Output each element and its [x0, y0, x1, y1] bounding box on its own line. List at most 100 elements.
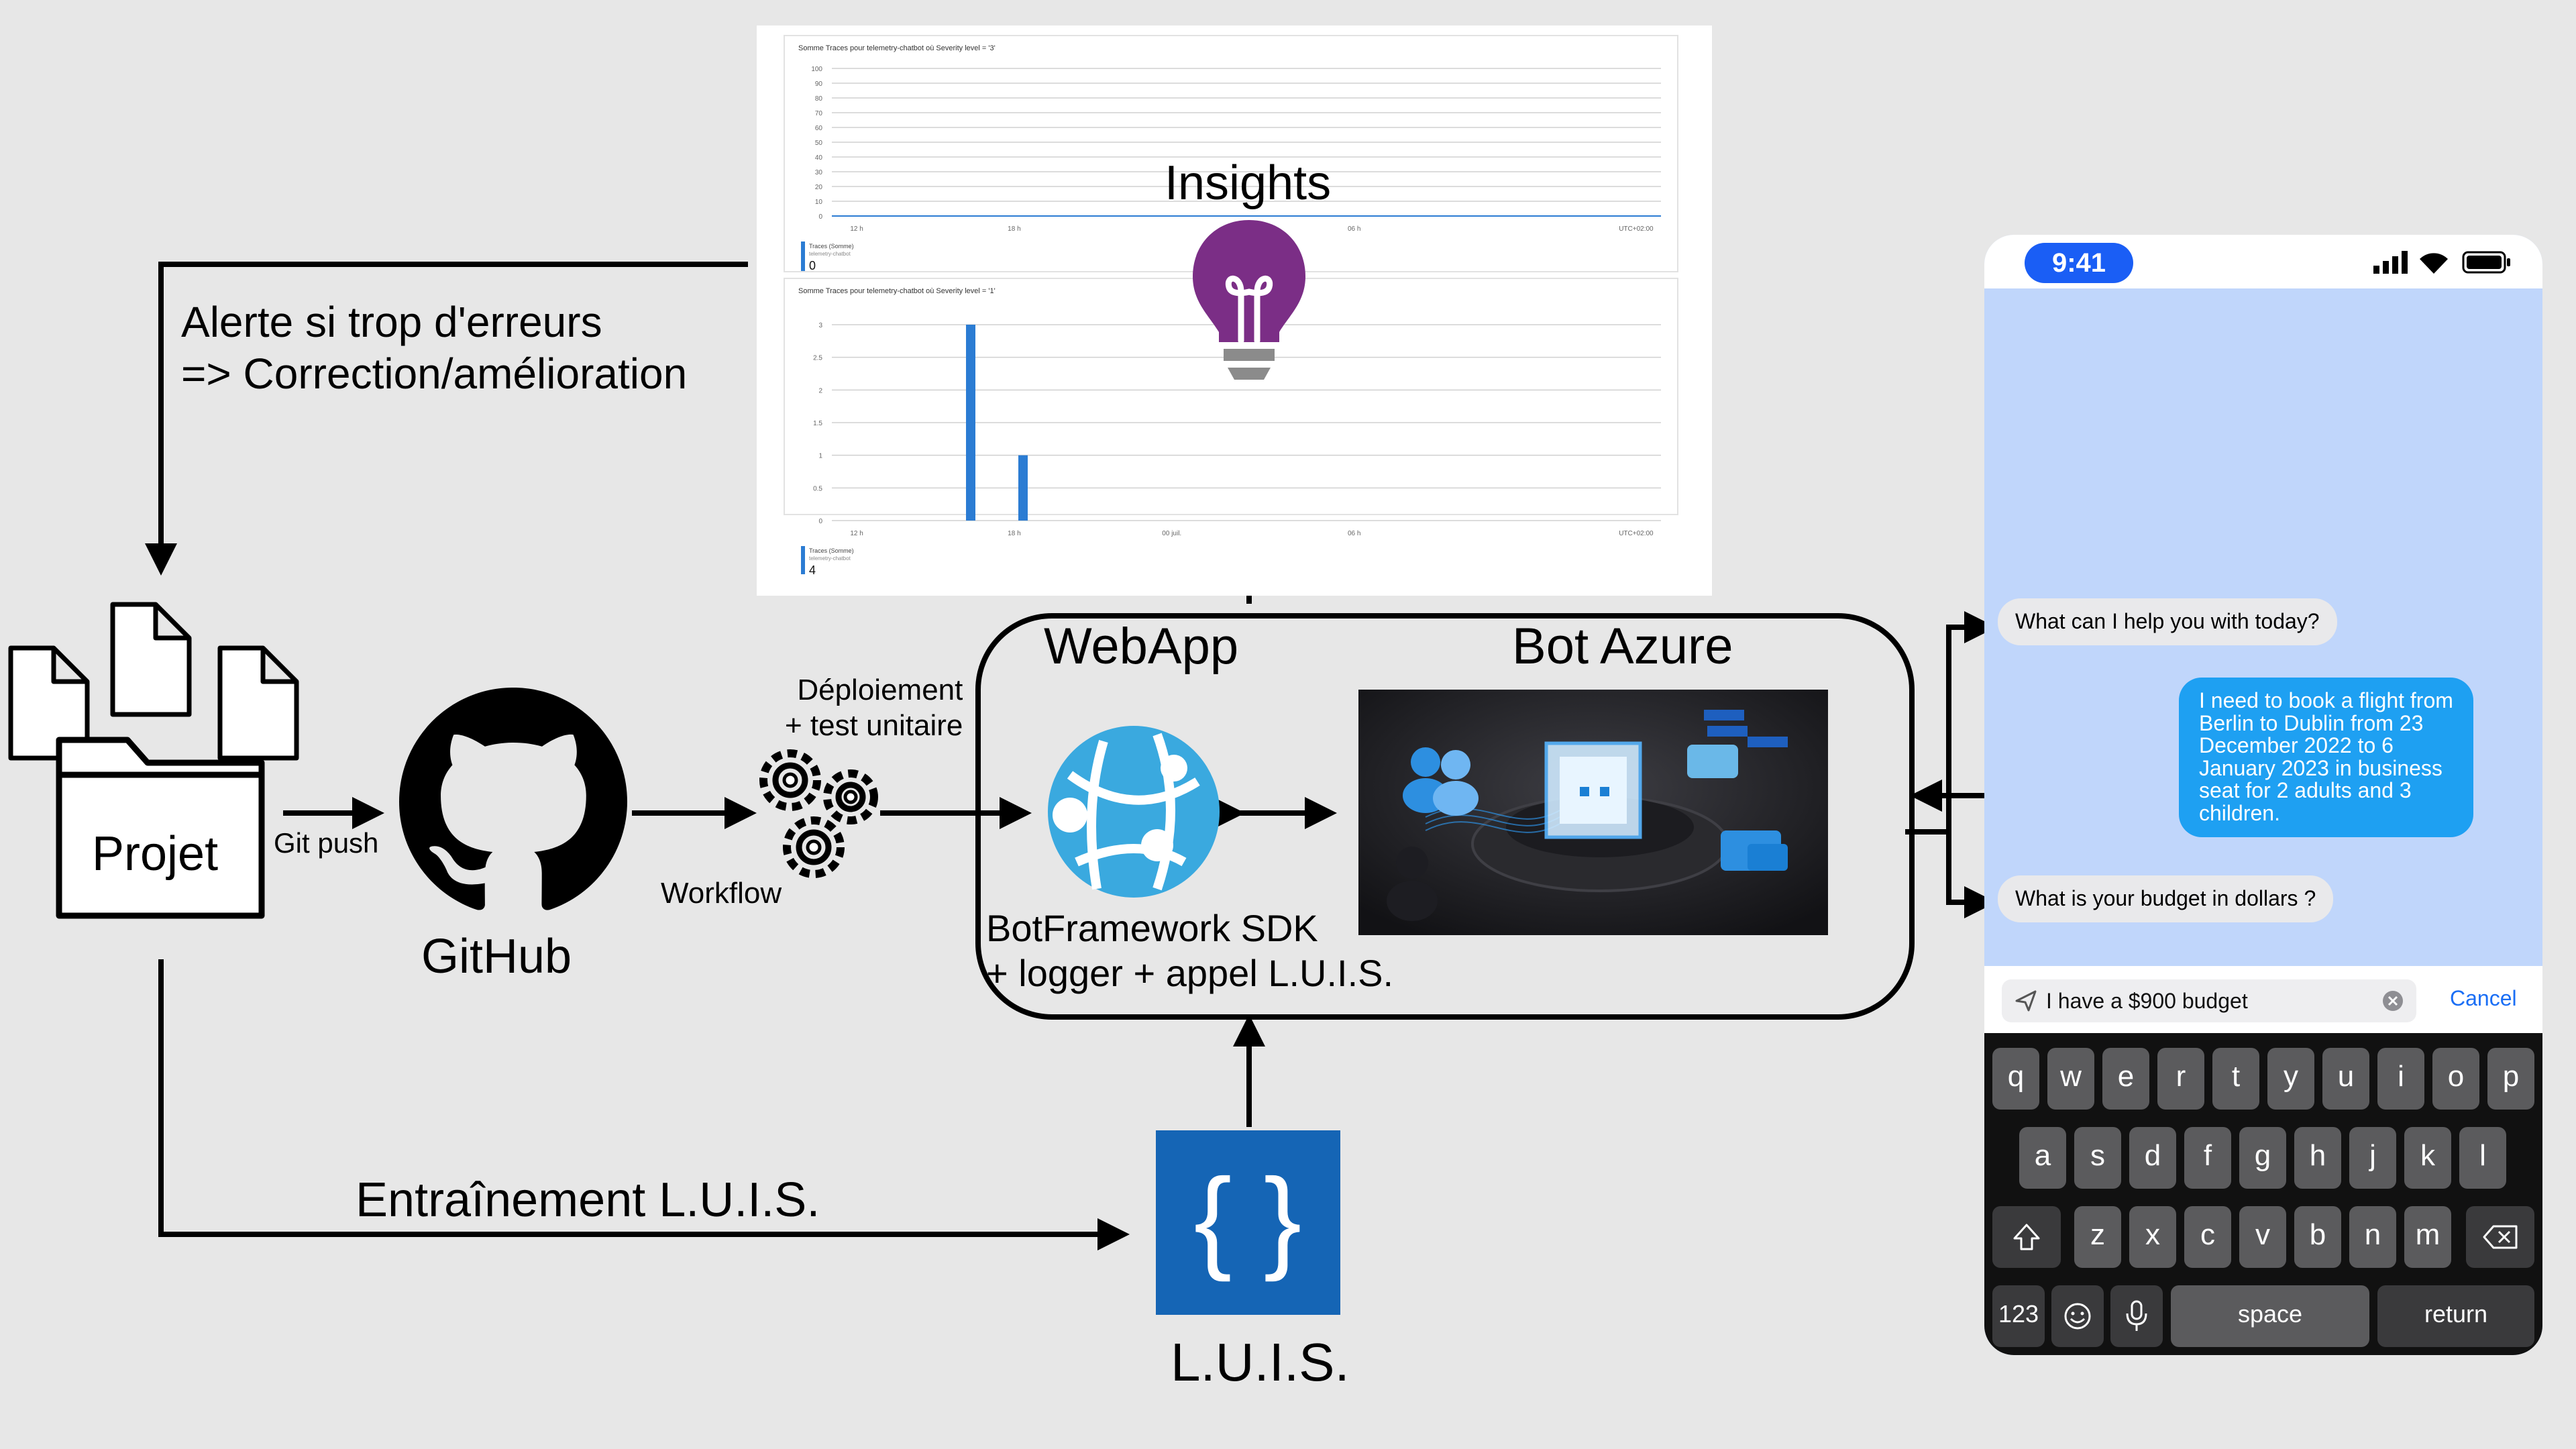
key-u[interactable]: u [2322, 1048, 2369, 1110]
key-p[interactable]: p [2487, 1048, 2534, 1110]
key-a[interactable]: a [2019, 1127, 2066, 1189]
alert-arrow [145, 262, 748, 576]
insights-lightbulb-icon [1193, 220, 1305, 380]
legend-resource: telemetry-chatbot [809, 251, 851, 257]
x-tick-label: 18 h [1008, 225, 1020, 233]
gears-icon [759, 749, 878, 878]
y-tick-label: 10 [815, 199, 823, 206]
emoji-key[interactable] [2051, 1285, 2104, 1347]
emoji-icon [2064, 1303, 2091, 1330]
document-icon [8, 645, 90, 761]
clear-icon[interactable] [2381, 989, 2404, 1012]
y-tick-label: 70 [815, 110, 823, 117]
y-tick-label: 0 [818, 518, 822, 525]
botframework-label: BotFramework SDK + logger + appel L.U.I.… [986, 907, 1394, 995]
insights-charts-panel: Somme Traces pour telemetry-chatbot où S… [757, 25, 1712, 596]
x-tick-label: 12 h [850, 530, 863, 537]
key-v[interactable]: v [2239, 1206, 2286, 1268]
keyboard: q w e r t y u i o p a s d f g h j k l z [1984, 1033, 2542, 1355]
key-d[interactable]: d [2129, 1127, 2176, 1189]
legend-value: 0 [809, 259, 816, 271]
y-tick-label: 1.5 [813, 420, 822, 427]
key-h[interactable]: h [2294, 1127, 2341, 1189]
key-s[interactable]: s [2074, 1127, 2121, 1189]
projet-label: Projet [92, 827, 219, 881]
bot-azure-illustration [1358, 690, 1828, 935]
key-x[interactable]: x [2129, 1206, 2176, 1268]
key-m[interactable]: m [2404, 1206, 2451, 1268]
x-tick-label: UTC+02:00 [1619, 225, 1654, 233]
key-r[interactable]: r [2157, 1048, 2204, 1110]
key-o[interactable]: o [2432, 1048, 2479, 1110]
key-e[interactable]: e [2102, 1048, 2149, 1110]
git-push-label: Git push [274, 827, 379, 859]
key-j[interactable]: j [2349, 1127, 2396, 1189]
key-b[interactable]: b [2294, 1206, 2341, 1268]
legend-value: 4 [809, 564, 816, 574]
key-n[interactable]: n [2349, 1206, 2396, 1268]
key-l[interactable]: l [2459, 1127, 2506, 1189]
y-tick-label: 1 [818, 453, 822, 460]
workflow-label: Workflow [661, 877, 782, 910]
legend-swatch [801, 546, 805, 574]
key-f[interactable]: f [2184, 1127, 2231, 1189]
space-key[interactable]: space [2171, 1285, 2369, 1347]
y-tick-label: 100 [811, 66, 822, 73]
key-q[interactable]: q [1992, 1048, 2039, 1110]
key-i[interactable]: i [2377, 1048, 2424, 1110]
bar [966, 325, 975, 521]
deploiement-label: Déploiement + test unitaire [785, 674, 963, 742]
luis-label: L.U.I.S. [1171, 1332, 1350, 1392]
github-label: GitHub [421, 930, 572, 983]
insights-label: Insights [1165, 156, 1332, 210]
key-z[interactable]: z [2074, 1206, 2121, 1268]
message-input-value: I have a $900 budget [2046, 989, 2248, 1013]
delete-icon [2483, 1225, 2518, 1249]
legend-series-name: Traces (Somme) [809, 243, 854, 250]
key-k[interactable]: k [2404, 1127, 2451, 1189]
key-c[interactable]: c [2184, 1206, 2231, 1268]
bot-message-1: What can I help you with today? [1998, 598, 2337, 645]
bot-azure-label: Bot Azure [1512, 618, 1733, 675]
key-g[interactable]: g [2239, 1127, 2286, 1189]
x-tick-label: UTC+02:00 [1619, 530, 1654, 537]
battery-icon [2462, 251, 2510, 274]
document-icon [217, 645, 299, 761]
status-bar: 9:41 [1984, 235, 2542, 288]
legend-swatch [801, 241, 805, 271]
cancel-button[interactable]: Cancel [2450, 986, 2517, 1010]
key-w[interactable]: w [2047, 1048, 2094, 1110]
bot-phone-arrow-up [1905, 611, 1996, 835]
mic-icon [2126, 1300, 2147, 1331]
folder-icon [56, 737, 265, 919]
return-key[interactable]: return [2377, 1285, 2534, 1347]
chart-title-1: Somme Traces pour telemetry-chatbot où S… [798, 44, 996, 52]
x-tick-label: 06 h [1348, 225, 1360, 233]
y-tick-label: 30 [815, 169, 823, 176]
y-tick-label: 2 [818, 387, 822, 394]
legend-series-name: Traces (Somme) [809, 547, 854, 554]
mic-key[interactable] [2110, 1285, 2163, 1347]
github-icon [399, 688, 627, 910]
svg-text:{ }: { } [1194, 1155, 1302, 1283]
key-y[interactable]: y [2267, 1048, 2314, 1110]
phone-mockup: 9:41 What can I help you with today? I n… [1984, 235, 2542, 1355]
y-tick-label: 0.5 [813, 485, 822, 492]
signal-icon [2373, 251, 2408, 274]
y-tick-label: 0 [818, 213, 822, 221]
input-area: I have a $900 budget Cancel [1984, 966, 2542, 1033]
send-icon[interactable] [2014, 989, 2038, 1013]
delete-key[interactable] [2466, 1206, 2534, 1268]
webapp-container [975, 613, 1915, 1020]
numbers-key[interactable]: 123 [1992, 1285, 2045, 1347]
x-tick-label: 00 juil. [1162, 530, 1181, 537]
x-tick-label: 06 h [1348, 530, 1360, 537]
y-tick-label: 3 [818, 322, 822, 329]
shift-icon [2013, 1224, 2040, 1250]
bot-phone-arrow-down [1946, 832, 1996, 918]
shift-key[interactable] [1992, 1206, 2061, 1268]
key-t[interactable]: t [2212, 1048, 2259, 1110]
message-input[interactable]: I have a $900 budget [2002, 979, 2416, 1022]
y-tick-label: 60 [815, 125, 823, 132]
